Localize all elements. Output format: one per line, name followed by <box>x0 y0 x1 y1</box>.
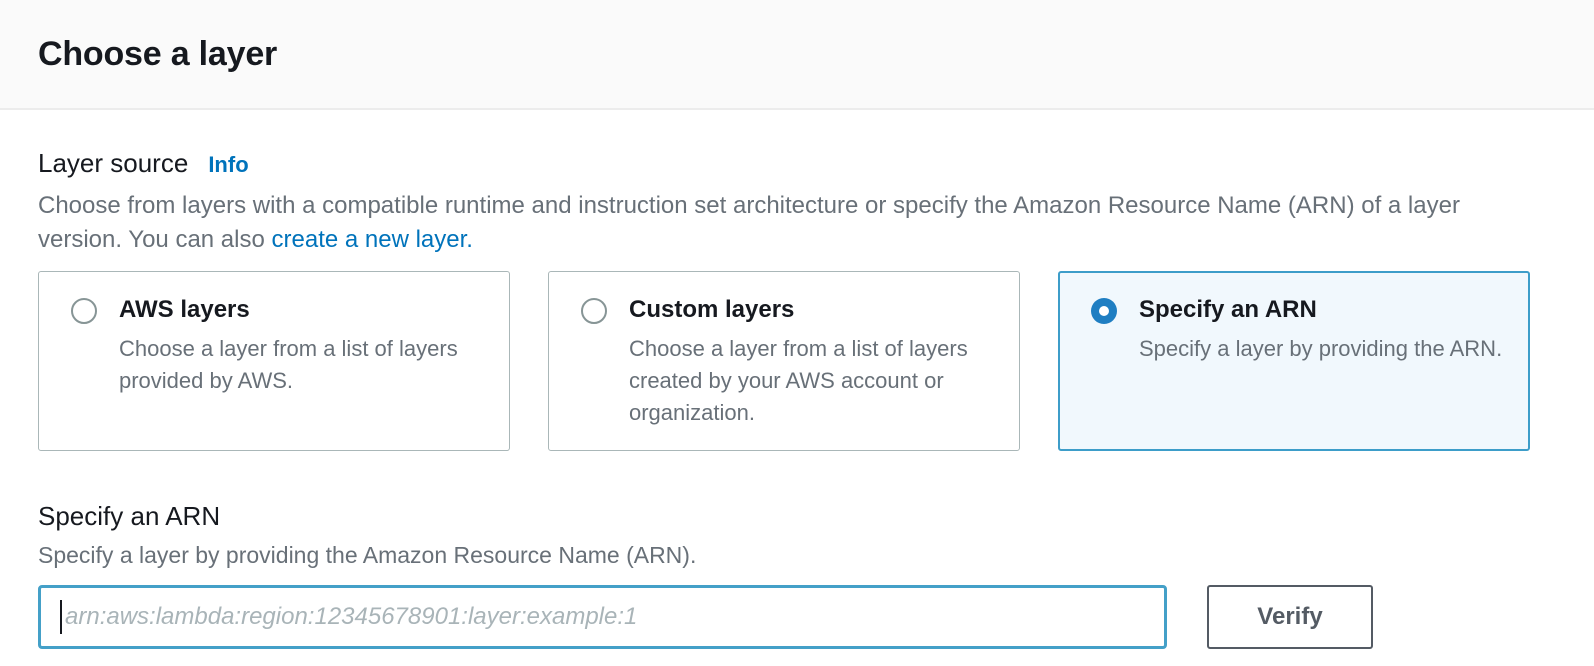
option-card-aws-layers[interactable]: AWS layers Choose a layer from a list of… <box>38 271 510 451</box>
arn-input-row: Verify <box>38 585 1373 649</box>
option-description: Specify a layer by providing the ARN. <box>1139 336 1503 361</box>
option-description: Choose a layer from a list of layers pro… <box>119 336 458 393</box>
option-card-specify-arn[interactable]: Specify an ARN Specify a layer by provid… <box>1058 271 1530 451</box>
layer-source-description: Choose from layers with a compatible run… <box>38 189 1488 257</box>
specify-arn-label: Specify an ARN <box>38 501 221 531</box>
option-card-custom-layers[interactable]: Custom layers Choose a layer from a list… <box>548 271 1020 451</box>
radio-selected-icon[interactable] <box>1091 298 1117 324</box>
option-title: Custom layers <box>629 296 795 323</box>
specify-arn-section: Specify an ARN Specify a layer by provid… <box>38 501 1530 649</box>
option-card-text: AWS layers Choose a layer from a list of… <box>119 296 487 397</box>
layer-source-description-text: Choose from layers with a compatible run… <box>38 192 1460 253</box>
create-new-layer-link[interactable]: create a new layer. <box>271 226 473 253</box>
layer-source-options: AWS layers Choose a layer from a list of… <box>38 271 1530 451</box>
option-card-text: Specify an ARN Specify a layer by provid… <box>1139 296 1502 365</box>
arn-input-wrapper <box>38 585 1167 649</box>
verify-button[interactable]: Verify <box>1207 585 1373 649</box>
arn-input[interactable] <box>38 585 1167 649</box>
dialog-header: Choose a layer <box>0 0 1594 110</box>
layer-source-label: Layer source <box>38 148 189 178</box>
page-title: Choose a layer <box>38 34 278 73</box>
option-card-text: Custom layers Choose a layer from a list… <box>629 296 997 429</box>
radio-unselected-icon[interactable] <box>581 298 607 324</box>
specify-arn-description: Specify a layer by providing the Amazon … <box>38 542 697 568</box>
option-title: Specify an ARN <box>1139 296 1317 323</box>
option-title: AWS layers <box>119 296 250 323</box>
text-caret <box>60 600 62 634</box>
dialog-body: Layer source Info Choose from layers wit… <box>0 110 1594 649</box>
info-link[interactable]: Info <box>208 152 249 177</box>
radio-unselected-icon[interactable] <box>71 298 97 324</box>
layer-source-section: Layer source Info Choose from layers wit… <box>38 148 1530 451</box>
layer-source-label-row: Layer source Info <box>38 148 1530 179</box>
option-description: Choose a layer from a list of layers cre… <box>629 336 968 425</box>
